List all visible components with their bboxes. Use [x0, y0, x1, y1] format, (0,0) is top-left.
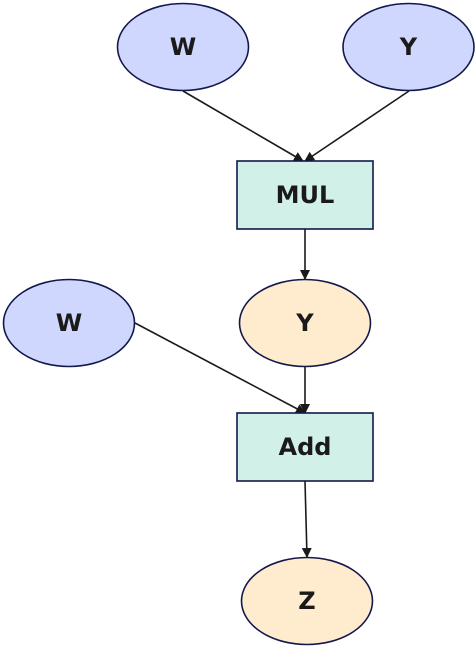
node-z: Z	[240, 556, 374, 646]
node-mul-shape	[236, 160, 374, 230]
node-y-top: Y	[342, 2, 475, 92]
node-w-top-shape	[116, 2, 250, 92]
edge-w-left-to-add	[134, 322, 306, 414]
node-z-shape	[240, 556, 374, 646]
node-y-mid-shape	[238, 278, 372, 368]
node-z-label: Z	[298, 587, 315, 615]
node-w-top-label: W	[170, 33, 196, 61]
node-add-label: Add	[279, 433, 332, 461]
edge-y-top-to-mul	[304, 90, 410, 162]
node-w-left-shape	[2, 278, 136, 368]
node-mul: MUL	[236, 160, 374, 230]
node-y-mid-label: Y	[295, 309, 314, 337]
node-y-top-label: Y	[399, 33, 418, 61]
edges	[134, 90, 410, 558]
node-add: Add	[236, 412, 374, 482]
edge-add-to-z	[301, 480, 312, 558]
node-y-top-shape	[342, 2, 475, 92]
node-w-left-label: W	[56, 309, 82, 337]
node-mul-label: MUL	[276, 181, 335, 209]
node-y-mid: Y	[238, 278, 372, 368]
node-w-left: W	[2, 278, 136, 368]
edge-w-top-to-mul	[182, 90, 304, 162]
node-add-shape	[236, 412, 374, 482]
node-w-top: W	[116, 2, 250, 92]
